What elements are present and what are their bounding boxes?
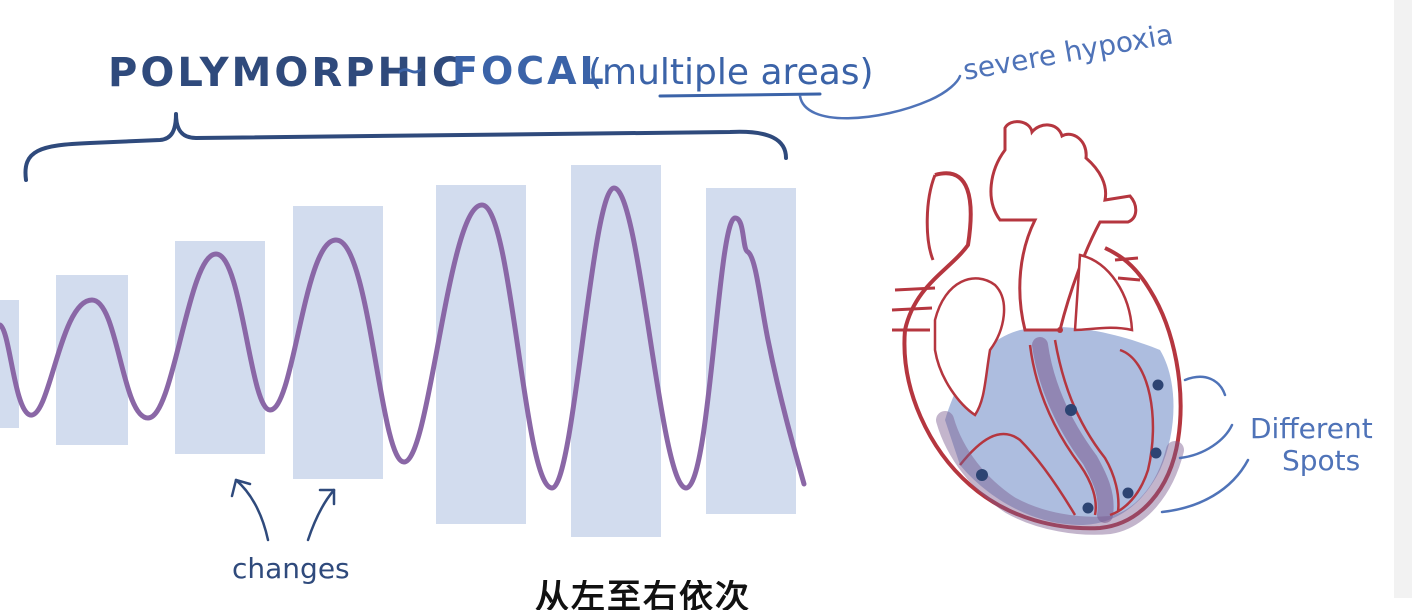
rv-wall [959,432,1077,516]
aorta [989,120,1138,332]
focal-spot [1150,447,1162,459]
bar [571,165,661,537]
right-atrium [933,277,1006,417]
arrow-icon [230,478,270,542]
pulmonary-veins-left [891,286,936,332]
different-label: Different [1250,412,1373,445]
focal-spot [1065,404,1077,416]
lv-wall [1109,348,1155,517]
bar [706,188,796,514]
focal-spot [1152,379,1164,391]
arrow-icon [306,488,336,542]
focal-spot [976,469,988,481]
title-paren: (multiple areas) [588,52,874,93]
window-edge [1394,0,1412,598]
septum-line [1053,339,1120,513]
focal-spot [1082,502,1094,514]
heart-outline [902,171,1183,531]
polymorphic-waveform [0,185,807,491]
title-polymorphic: POLYMORPHIC [108,50,464,96]
septum-line [1028,344,1097,516]
spots-label: Spots [1282,444,1360,477]
myocardium-band [936,411,1184,535]
left-atrium [1073,253,1134,332]
changes-label: changes [232,552,350,585]
vena-cava [925,174,937,261]
heart-illustration [891,120,1184,535]
septum [1032,337,1114,523]
bar [293,206,383,479]
severe-hypoxia-label: severe hypoxia [960,17,1175,86]
valve-dot [1057,327,1063,333]
pulmonary-veins-right [1114,256,1141,282]
bar [175,241,265,454]
areas-underline [658,92,822,98]
brace-icon [23,112,788,182]
spots-pointer-lines [1160,375,1250,514]
bar [436,185,526,524]
focal-spot [1122,487,1134,499]
title-focal: FOCAL [452,49,607,93]
title-tilde: ~ [395,50,425,91]
hypoxia-connector [798,74,962,120]
bar [56,275,128,445]
subtitle-caption: 从左至右依次 [535,580,751,610]
